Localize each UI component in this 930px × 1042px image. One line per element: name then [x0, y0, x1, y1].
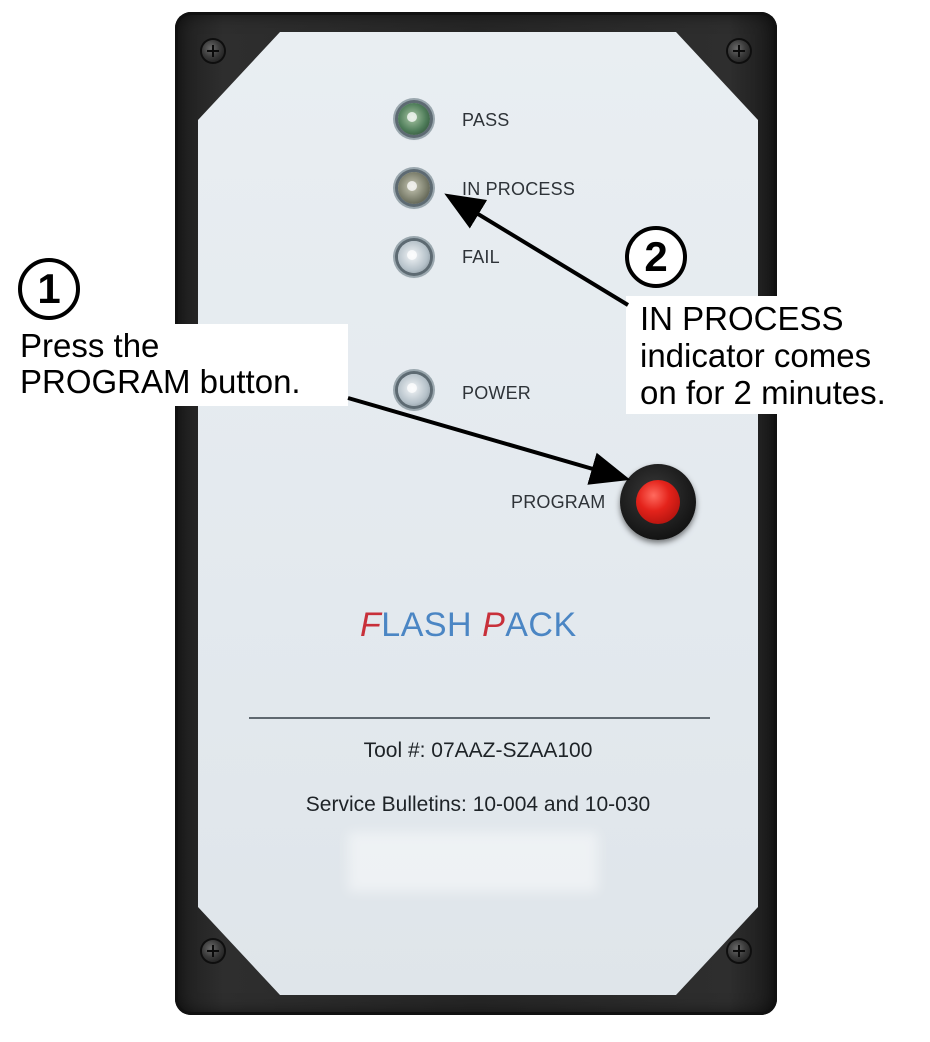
brand-logo: FLASH PACK [360, 606, 577, 645]
program-button-bezel [620, 464, 696, 540]
screw-bottom-left-icon [202, 940, 224, 962]
callout-1-line-1: Press the [20, 327, 160, 364]
callout-2-line-2: indicator comes [640, 337, 872, 374]
arrow-to-in-process-led [444, 193, 630, 307]
brand-rest-ack: ACK [505, 606, 577, 644]
in-process-led-icon [398, 172, 430, 204]
callout-2-background [626, 296, 926, 414]
callout-2-number: 2 [625, 226, 687, 288]
service-bulletins: Service Bulletins: 10-004 and 10-030 [305, 793, 651, 816]
fail-led-icon [398, 241, 430, 273]
screw-bottom-right-icon [728, 940, 750, 962]
power-led-icon [398, 374, 430, 406]
program-label: PROGRAM [511, 492, 606, 512]
screw-top-left-icon [202, 40, 224, 62]
arrow-to-program-button [347, 396, 631, 485]
in-process-label: IN PROCESS [462, 179, 576, 199]
pass-led-icon [398, 103, 430, 135]
fail-label: FAIL [462, 247, 500, 267]
callout-1-line-2: PROGRAM button. [20, 363, 301, 400]
power-label: POWER [462, 383, 532, 403]
pass-label: PASS [462, 110, 510, 130]
screw-top-right-icon [728, 40, 750, 62]
callout-1-background [14, 324, 348, 406]
program-button[interactable] [636, 480, 680, 524]
brand-initial-f: F [360, 606, 382, 644]
faceplate-divider [249, 717, 710, 719]
brand-initial-p: P [482, 606, 506, 644]
brand-rest-lash: LASH [381, 606, 473, 644]
tool-number: Tool #: 07AAZ-SZAA100 [363, 739, 593, 762]
callout-1-number: 1 [18, 258, 80, 320]
callout-2-line-1: IN PROCESS [640, 300, 844, 337]
callout-2-line-3: on for 2 minutes. [640, 374, 886, 411]
